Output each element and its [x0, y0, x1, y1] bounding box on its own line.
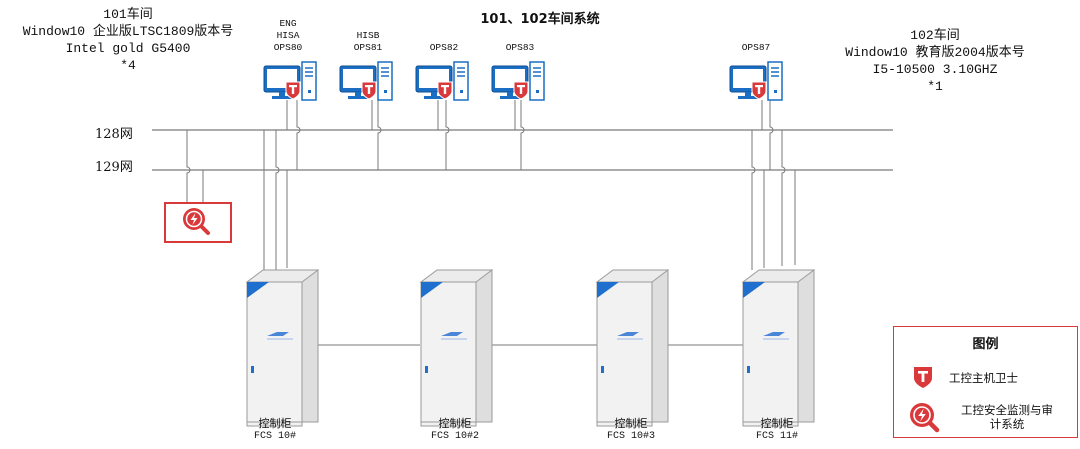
station-connections — [286, 100, 774, 170]
legend-guard-label: 工控主机卫士 — [949, 371, 1018, 385]
legend-audit-line-2: 计系统 — [989, 417, 1025, 431]
audit-connections — [186, 130, 204, 205]
workshop-101-name: 101车间 — [103, 7, 153, 22]
station-ops83-label: OPS83 — [500, 42, 540, 54]
cabinet-fcs11-name: 控制柜 — [760, 417, 794, 430]
station-ops83-line-1: OPS83 — [505, 42, 535, 53]
legend-lightning-magnifier-icon — [910, 403, 940, 433]
workshop-102-count: *1 — [927, 79, 943, 94]
station-ops81-line-2: OPS81 — [353, 42, 383, 53]
cabinet-fcs10-name: 控制柜 — [258, 417, 292, 430]
diagram-title: 101、102车间系统 — [480, 12, 600, 27]
cabinet-fcs11-icon — [742, 269, 815, 427]
cabinet-fcs11-code: FCS 11# — [755, 431, 798, 442]
cabinet-fcs10-3-name: 控制柜 — [614, 417, 648, 430]
station-ops82-line-1: OPS82 — [429, 42, 459, 53]
cabinet-fcs10-label: 控制柜 FCS 10# — [240, 417, 310, 443]
workshop-102-cpu: I5-10500 3.10GHZ — [872, 62, 998, 77]
station-ops80-line-2: HISA — [276, 30, 300, 41]
cabinet-fcs10-code: FCS 10# — [253, 431, 296, 442]
legend-audit-line-1: 工控安全监测与审 — [961, 403, 1053, 417]
legend-box: 图例 工控主机卫士 工控安全监测与审 计系统 — [893, 326, 1078, 438]
cabinet-fcs11-label: 控制柜 FCS 11# — [742, 417, 812, 443]
workshop-102-name: 102车间 — [910, 28, 960, 43]
workshop-101-info: 101车间 Window10 企业版LTSC1809版本号 Intel gold… — [0, 6, 256, 74]
network-129-label: 129网 — [95, 160, 133, 175]
station-ops87-label: OPS87 — [736, 42, 776, 54]
workshop-102-info: 102车间 Window10 教育版2004版本号 I5-10500 3.10G… — [815, 27, 1055, 95]
legend-title: 图例 — [972, 337, 999, 352]
station-ops81-label: HISB OPS81 — [348, 30, 388, 54]
station-ops80-line-3: OPS80 — [273, 42, 303, 53]
workshop-101-count: *4 — [120, 58, 136, 73]
station-ops87-line-1: OPS87 — [741, 42, 771, 53]
cabinet-fcs10-icon — [246, 269, 319, 427]
cabinet-fcs10-2-name: 控制柜 — [438, 417, 472, 430]
station-ops80-line-1: ENG — [279, 18, 297, 29]
cabinet-fcs10-2-icon — [420, 269, 493, 427]
workshop-102-os: Window10 教育版2004版本号 — [845, 45, 1025, 60]
station-ops81-line-1: HISB — [356, 30, 380, 41]
cabinet-connections — [263, 130, 796, 272]
cabinet-fcs10-2-label: 控制柜 FCS 10#2 — [420, 417, 490, 443]
cabinet-fcs10-3-label: 控制柜 FCS 10#3 — [596, 417, 666, 443]
cabinet-fcs10-2-code: FCS 10#2 — [430, 431, 479, 442]
cabinet-fcs10-3-icon — [596, 269, 669, 427]
cabinet-fcs10-3-code: FCS 10#3 — [606, 431, 655, 442]
workshop-101-cpu: Intel gold G5400 — [65, 41, 191, 56]
network-128-label: 128网 — [95, 127, 133, 142]
station-ops80-label: ENG HISA OPS80 — [268, 18, 308, 54]
station-ops82-label: OPS82 — [424, 42, 464, 54]
legend-shield-icon — [914, 367, 932, 388]
workshop-101-os: Window10 企业版LTSC1809版本号 — [22, 24, 234, 39]
legend-audit-label: 工控安全监测与审 计系统 — [942, 403, 1072, 431]
